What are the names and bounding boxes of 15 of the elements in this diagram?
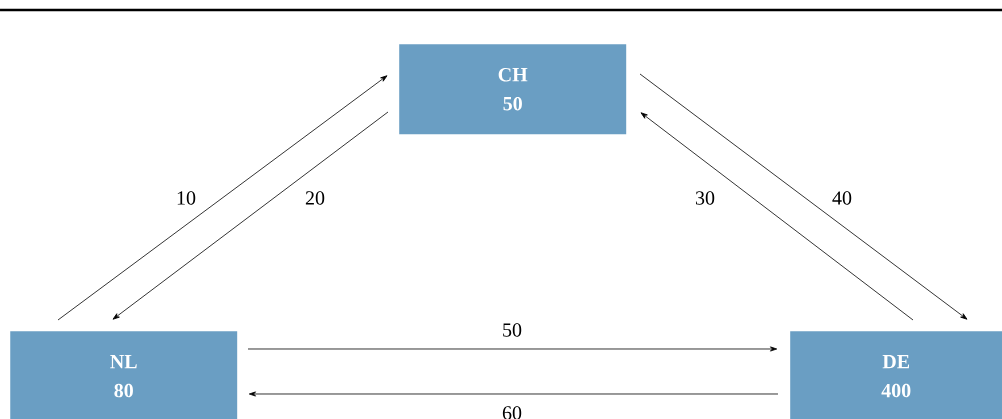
arrow bbox=[57, 75, 388, 321]
edge-label: 10 bbox=[177, 191, 196, 205]
arrow bbox=[247, 346, 778, 352]
country-box: DE 400 bbox=[790, 331, 1002, 419]
edge-label: 60 bbox=[502, 406, 522, 419]
arrow bbox=[639, 73, 968, 320]
arrow bbox=[640, 112, 914, 321]
edge-label: 30 bbox=[695, 191, 715, 205]
edge-label: 20 bbox=[305, 191, 325, 205]
arrow bbox=[248, 391, 779, 397]
edge-label: 40 bbox=[832, 191, 852, 205]
arrow bbox=[112, 111, 389, 320]
country-box: NL 80 bbox=[10, 331, 238, 419]
country-box: CH 50 bbox=[399, 44, 627, 135]
edge-label: 50 bbox=[503, 323, 522, 337]
